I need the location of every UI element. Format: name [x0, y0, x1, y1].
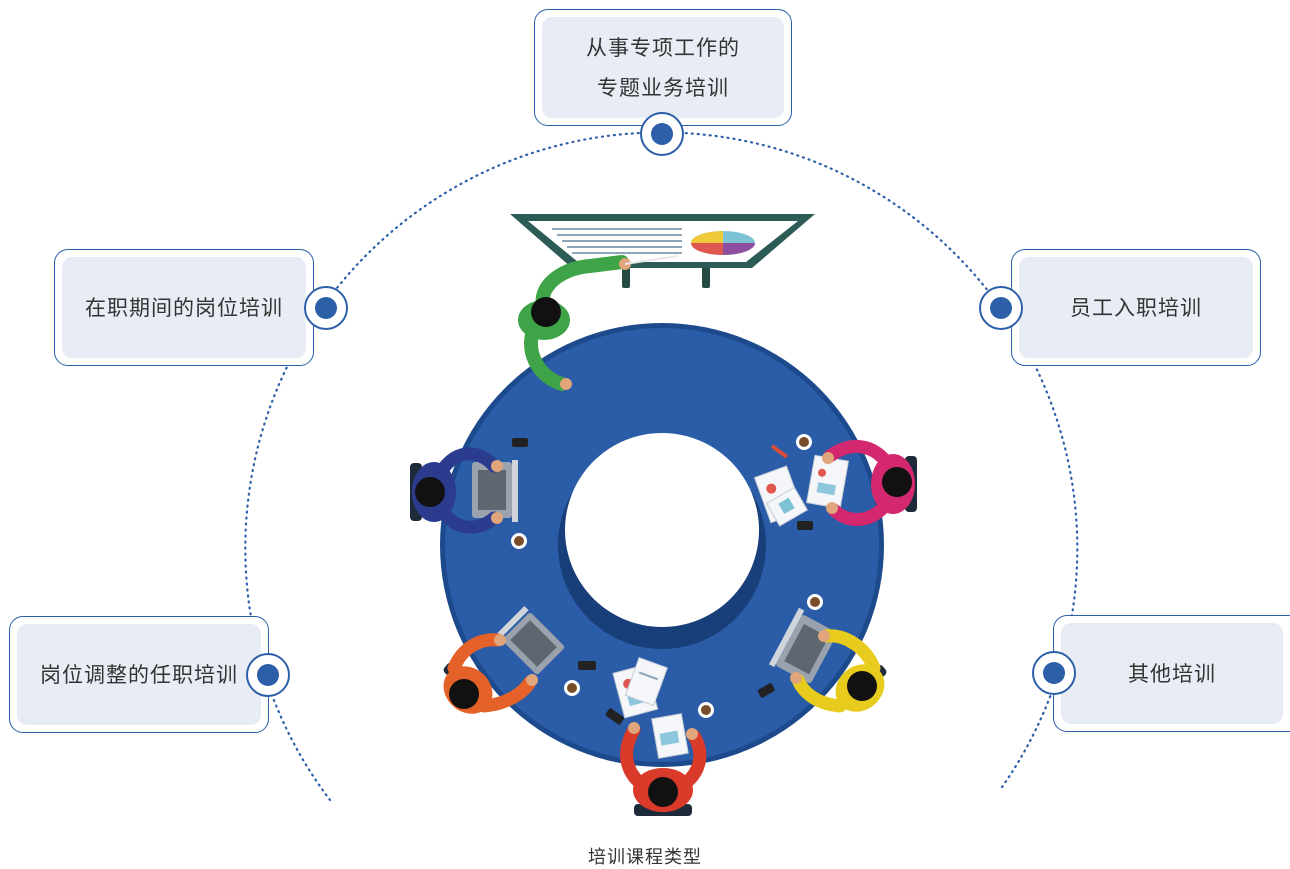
node-box-onboarding-training: 员工入职培训 [1011, 249, 1261, 366]
node-label-line2: 专题业务培训 [597, 75, 729, 100]
node-dot-left-lower [246, 653, 290, 697]
node-box-reassignment-training: 岗位调整的任职培训 [9, 616, 269, 733]
node-label: 岗位调整的任职培训 [40, 662, 238, 687]
node-label-line1: 从事专项工作的 [586, 35, 740, 60]
node-dot-top [640, 112, 684, 156]
person-presenter-green [518, 255, 679, 391]
node-box-other-training: 其他培训 [1053, 615, 1290, 732]
person-orange [443, 633, 538, 714]
node-box-specialized-training: 从事专项工作的 专题业务培训 [534, 9, 792, 126]
node-dot-right-upper [979, 286, 1023, 330]
node-dot-left-upper [304, 286, 348, 330]
person-magenta [822, 440, 917, 526]
node-label: 其他培训 [1128, 661, 1216, 686]
node-dot-right-lower [1032, 651, 1076, 695]
node-label: 员工入职培训 [1070, 295, 1202, 320]
round-table [440, 323, 884, 767]
person-blue [410, 447, 503, 534]
node-label: 在职期间的岗位培训 [85, 295, 283, 320]
person-yellow [790, 629, 887, 713]
node-box-on-job-training: 在职期间的岗位培训 [54, 249, 314, 366]
person-red [620, 722, 707, 816]
diagram-caption: 培训课程类型 [588, 847, 702, 868]
whiteboard [510, 214, 815, 288]
